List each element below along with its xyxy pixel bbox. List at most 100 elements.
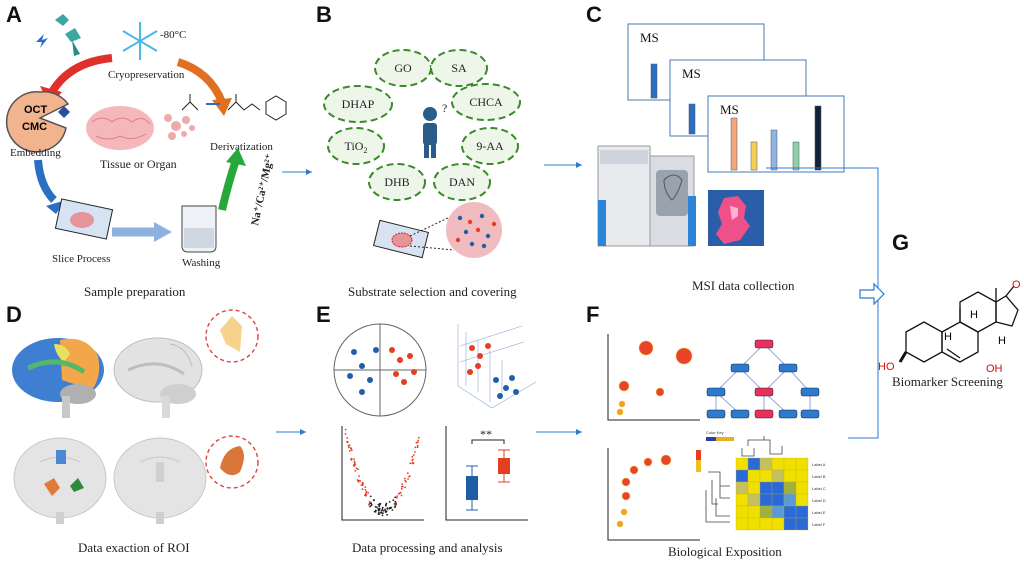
volcano-point [350, 458, 353, 461]
network-node [778, 363, 798, 373]
crystal-dot [481, 243, 487, 249]
volcano-point [391, 509, 394, 511]
volcano-point [400, 487, 403, 490]
volcano-point [370, 504, 373, 507]
volcano-point [369, 502, 372, 504]
volcano-point [379, 502, 382, 505]
volcano-point [350, 447, 352, 450]
heatmap-row-label: Label F [812, 522, 826, 527]
heatmap-row-label: Label B [812, 474, 826, 479]
pca-point [347, 373, 353, 379]
scatter-point [475, 363, 481, 369]
hollow-arrow [859, 282, 885, 306]
heatmap-cell [783, 505, 797, 519]
bubble [618, 400, 626, 408]
volcano-point [412, 458, 414, 461]
network-node [706, 409, 726, 419]
network-node [754, 409, 774, 419]
volcano-point [414, 451, 416, 453]
tissue-label: Tissue or Organ [100, 157, 177, 171]
volcano-point [348, 446, 350, 449]
embedding-mold: OCT CMC [5, 91, 70, 153]
volcano-point [404, 479, 406, 482]
volcano-point [395, 503, 398, 505]
pca-scores [347, 347, 417, 395]
heatmap-cell [759, 505, 773, 519]
volcano-point [412, 462, 415, 465]
volcano-point [416, 444, 419, 447]
volcano-point [386, 513, 388, 516]
volcano-point [382, 509, 385, 512]
volcano-point [384, 508, 386, 511]
volcano-point [359, 480, 362, 482]
3d-scatter-points [467, 343, 519, 399]
panel-e-letter: E [316, 302, 331, 327]
pca-point [373, 347, 379, 353]
boxplot-blue [466, 465, 478, 511]
volcano-point [394, 500, 397, 503]
hydroxyl-3-label: HO [878, 361, 895, 373]
volcano-point [374, 509, 377, 512]
volcano-point [404, 486, 406, 489]
panel-f-caption: Biological Exposition [668, 544, 782, 559]
heatmap-cell [771, 505, 785, 519]
volcano-point [407, 478, 409, 480]
scatter-point [503, 385, 509, 391]
heatmap-cell [783, 457, 797, 471]
bubble [638, 340, 654, 356]
network-node [706, 387, 726, 397]
oct-label: OCT [24, 104, 48, 116]
pca-point [407, 353, 413, 359]
network-node [754, 339, 774, 349]
bubble [629, 465, 639, 475]
bubble [643, 457, 653, 467]
heatmap-cell [783, 517, 797, 531]
matrix-crystals [455, 213, 497, 249]
volcano-point [393, 503, 396, 505]
volcano-point [364, 486, 367, 488]
crystal-dot [491, 221, 497, 227]
heatmap-cell [783, 469, 797, 483]
scatter-point [477, 353, 483, 359]
volcano-point [385, 502, 388, 505]
roi-extract-top [220, 316, 242, 352]
panel-f-letter: F [586, 302, 599, 327]
volcano-point [353, 465, 356, 467]
salts-label: Na⁺/Ca²⁺/Mg²⁺ [249, 153, 276, 227]
bubble [675, 347, 693, 365]
matrix-label: TiO2 [345, 139, 368, 155]
volcano-point [406, 472, 409, 474]
volcano-point [409, 462, 412, 465]
volcano-axes [341, 426, 424, 521]
volcano-point [378, 507, 381, 510]
heatmap-cell [759, 493, 773, 507]
matrix-oval-2: DHAP [323, 85, 393, 123]
ms-peak [814, 105, 822, 171]
beaker-icon [181, 205, 217, 253]
pca-point [393, 371, 399, 377]
slice-process-label: Slice Process [52, 253, 110, 265]
brain-coronal-colored [13, 437, 107, 524]
volcano-point [381, 514, 384, 517]
volcano-point [344, 433, 347, 435]
volcano-point [384, 509, 386, 512]
matrix-label: GO [394, 61, 412, 75]
volcano-point [355, 467, 358, 470]
volcano-point [356, 479, 359, 481]
volcano-plot-points [344, 428, 420, 517]
heatmap-cell [795, 457, 809, 471]
volcano-point [381, 506, 384, 509]
matrix-label: DHB [384, 175, 409, 189]
hydrogen-label-3: H [998, 335, 1006, 347]
volcano-point [415, 441, 418, 444]
heatmap-cell [759, 457, 773, 471]
volcano-point [381, 508, 384, 511]
heatmap [735, 457, 809, 531]
matrix-oval-3: CHCA [451, 83, 521, 121]
scatter-point [513, 389, 519, 395]
volcano-point [394, 496, 397, 499]
volcano-point [417, 441, 419, 444]
volcano-point [378, 511, 380, 514]
